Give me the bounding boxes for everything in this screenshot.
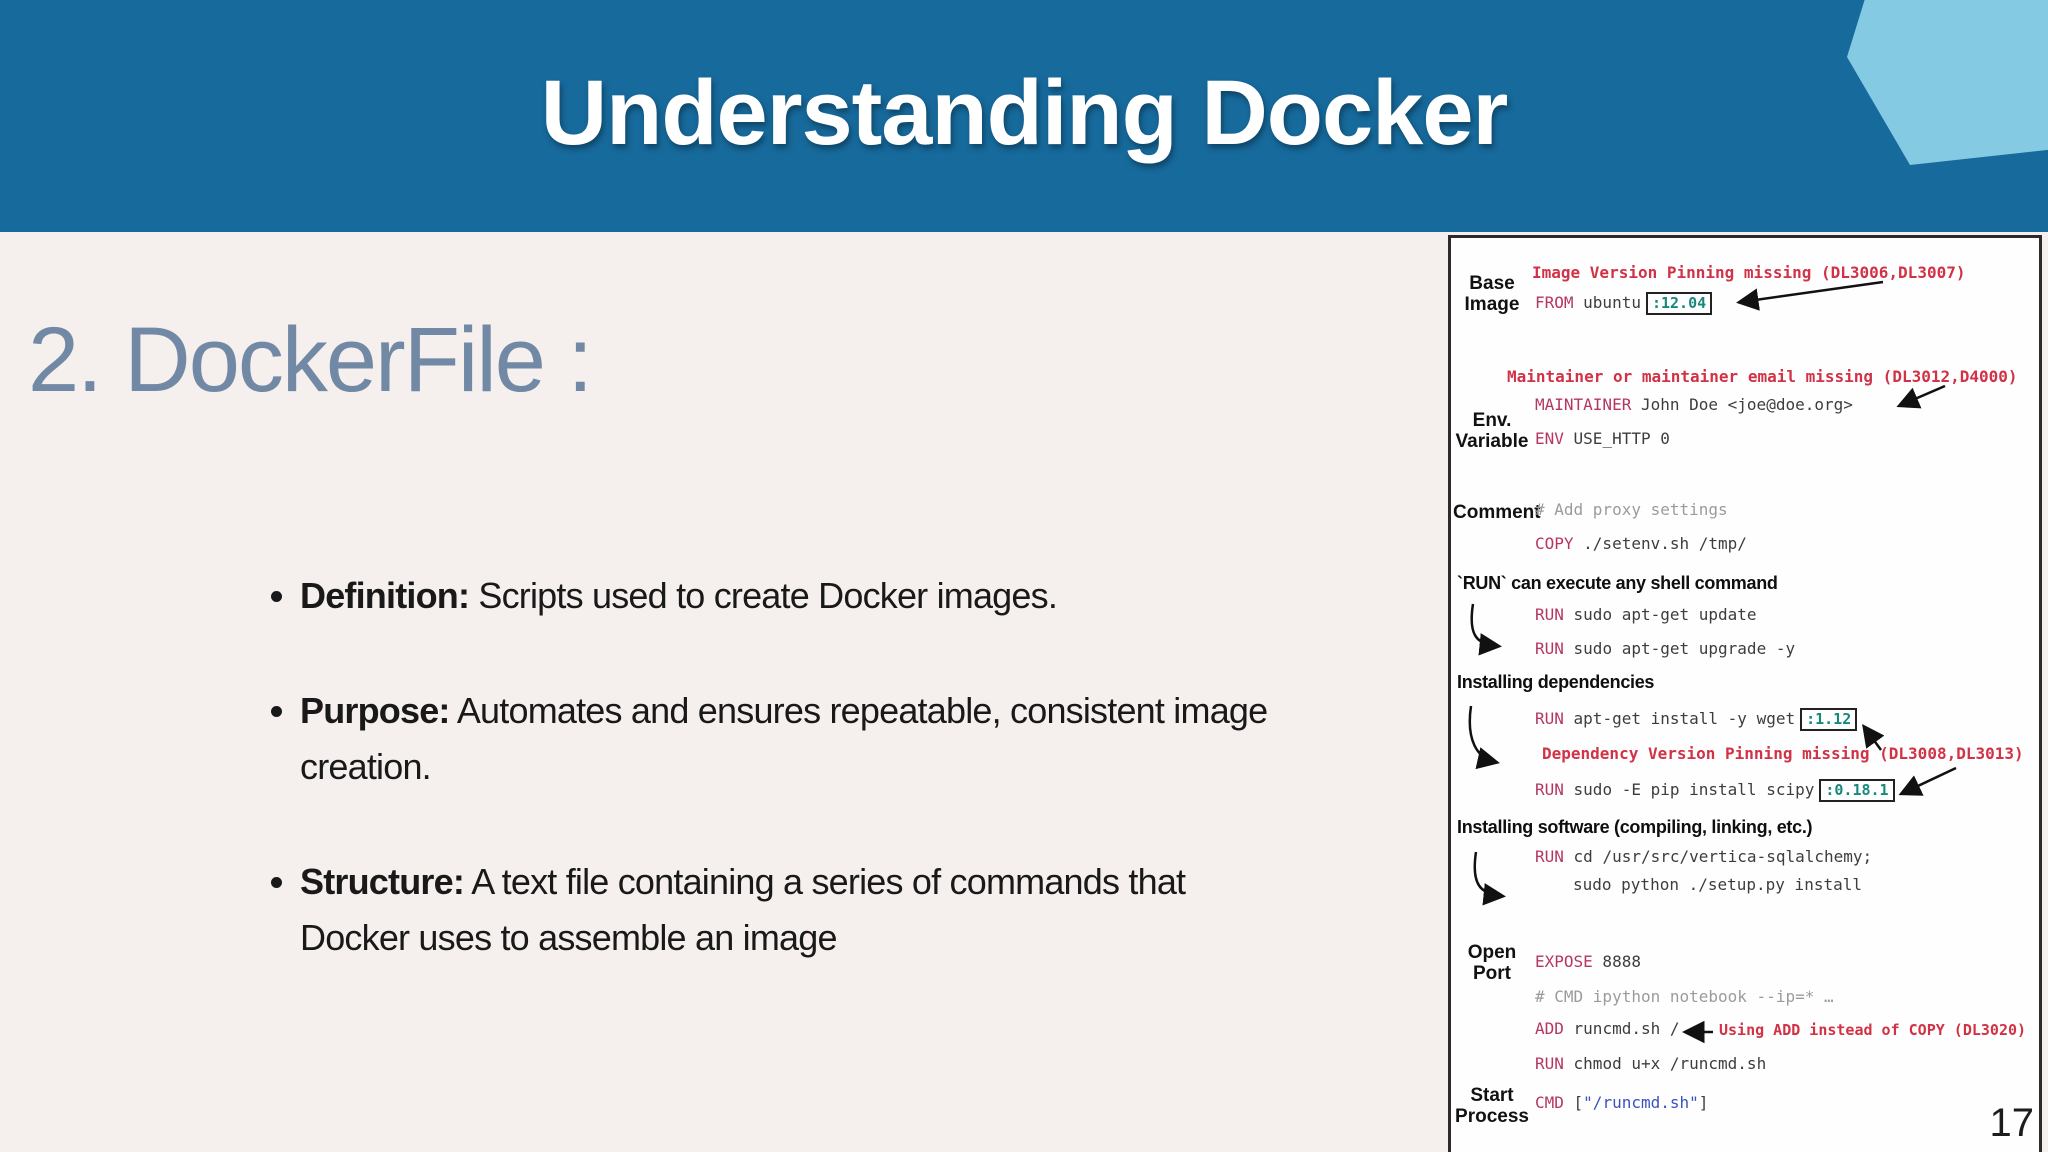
code-text: chmod u+x /runcmd.sh [1563,1054,1767,1073]
keyword-from: FROM [1535,293,1574,312]
code-line-comment-proxy: # Add proxy settings [1535,500,1728,519]
keyword-add: ADD [1535,1019,1564,1038]
code-line-maintainer: MAINTAINER John Doe <joe@doe.org> [1535,395,1853,421]
lint-annotation-add-vs-copy: Using ADD instead of COPY (DL3020) [1719,1021,2027,1039]
keyword-run: RUN [1535,847,1564,866]
cmd-string: "/runcmd.sh" [1583,1093,1699,1112]
keyword-copy: COPY [1535,534,1574,553]
keyword-run: RUN [1535,1054,1564,1073]
code-line-run-chmod: RUN chmod u+x /runcmd.sh [1535,1054,1766,1080]
keyword-maintainer: MAINTAINER [1535,395,1632,414]
code-text: ] [1698,1093,1709,1112]
bullet-definition-text: Scripts used to create Docker images. [469,575,1058,616]
keyword-cmd: CMD [1535,1093,1564,1112]
keyword-run: RUN [1535,709,1564,728]
version-box-ubuntu: :12.04 [1645,292,1713,315]
bullet-purpose: Purpose: Automates and ensures repeatabl… [300,683,1301,794]
hexagon-decoration [1847,0,2048,165]
bullet-definition: Definition: Scripts used to create Docke… [300,568,1301,623]
bullet-list: Definition: Scripts used to create Docke… [256,568,1301,1025]
figure-heading-run: `RUN` can execute any shell command [1457,573,1778,593]
code-line-from: FROM ubuntu:12.04 [1535,292,1713,318]
code-line-run-cd: RUN cd /usr/src/vertica-sqlalchemy; [1535,847,1872,873]
keyword-run: RUN [1535,639,1564,658]
page-number: 17 [1989,1101,2035,1145]
arrow-to-scipy-version [1898,766,1957,796]
code-text: 8888 [1592,952,1641,971]
header-bar: Understanding Docker [0,0,2048,232]
section-heading: 2. DockerFile : [28,309,593,411]
code-line-run-upgrade: RUN sudo apt-get upgrade -y [1535,639,1795,665]
code-line-copy: COPY ./setenv.sh /tmp/ [1535,534,1747,560]
bullet-purpose-text: Automates and ensures repeatable, consis… [300,690,1268,787]
keyword-run: RUN [1535,605,1564,624]
figure-heading-dependencies: Installing dependencies [1457,672,1655,692]
code-line-run-wget: RUN apt-get install -y wget:1.12 [1535,708,1858,734]
lint-annotation-version-pinning: Image Version Pinning missing (DL3006,DL… [1532,263,1966,282]
side-label-env-variable: Env. Variable [1455,410,1529,452]
dockerfile-figure: Base Image Env. Variable Comment Open Po… [1448,235,2042,1152]
code-line-comment-cmd: # CMD ipython notebook --ip=* … [1535,987,1834,1006]
version-box-wget: :1.12 [1800,708,1858,731]
code-text: John Doe <joe@doe.org> [1631,395,1853,414]
code-line-cmd: CMD ["/runcmd.sh"] [1535,1093,1708,1119]
code-line-env: ENV USE_HTTP 0 [1535,429,1670,455]
code-text: cd /usr/src/vertica-sqlalchemy; [1563,847,1873,866]
bullet-purpose-label: Purpose: [300,690,450,732]
code-text: sudo apt-get update [1563,605,1757,624]
code-text: apt-get install -y wget [1563,709,1796,728]
code-line-add: ADD runcmd.sh / [1535,1019,1680,1045]
code-text: ./setenv.sh /tmp/ [1573,534,1747,553]
version-box-scipy: :0.18.1 [1819,779,1895,802]
lint-annotation-maintainer: Maintainer or maintainer email missing (… [1507,367,2018,386]
keyword-env: ENV [1535,429,1564,448]
bullet-definition-label: Definition: [300,575,470,616]
side-label-open-port: Open Port [1467,942,1517,984]
hook-arrow-run-compile [1473,851,1506,906]
side-label-base-image: Base Image [1464,273,1520,315]
hook-arrow-run-updates [1470,603,1502,656]
code-text: runcmd.sh / [1563,1019,1680,1038]
code-line-run-scipy: RUN sudo -E pip install scipy:0.18.1 [1535,779,1895,805]
slide-title: Understanding Docker [540,61,1509,164]
code-text: [ [1563,1093,1584,1112]
side-label-start-process: Start Process [1455,1085,1529,1127]
bullet-structure-label: Structure: [300,861,465,903]
code-text: ubuntu [1573,293,1641,312]
code-text: USE_HTTP 0 [1563,429,1670,448]
code-text: sudo apt-get upgrade -y [1563,639,1796,658]
keyword-expose: EXPOSE [1535,952,1593,971]
bullet-structure-text: A text file containing a series of comma… [300,861,1186,958]
lint-annotation-dependency-pinning: Dependency Version Pinning missing (DL30… [1542,744,2024,763]
code-line-run-update: RUN sudo apt-get update [1535,605,1757,631]
figure-heading-software: Installing software (compiling, linking,… [1457,817,1813,837]
bullet-structure: Structure: A text file containing a seri… [300,854,1301,965]
keyword-run: RUN [1535,780,1564,799]
side-label-comment: Comment [1453,502,1541,523]
code-text: sudo -E pip install scipy [1563,780,1815,799]
code-line-expose: EXPOSE 8888 [1535,952,1641,978]
hook-arrow-run-install [1468,705,1500,770]
code-line-setup-install: sudo python ./setup.py install [1573,875,1862,894]
